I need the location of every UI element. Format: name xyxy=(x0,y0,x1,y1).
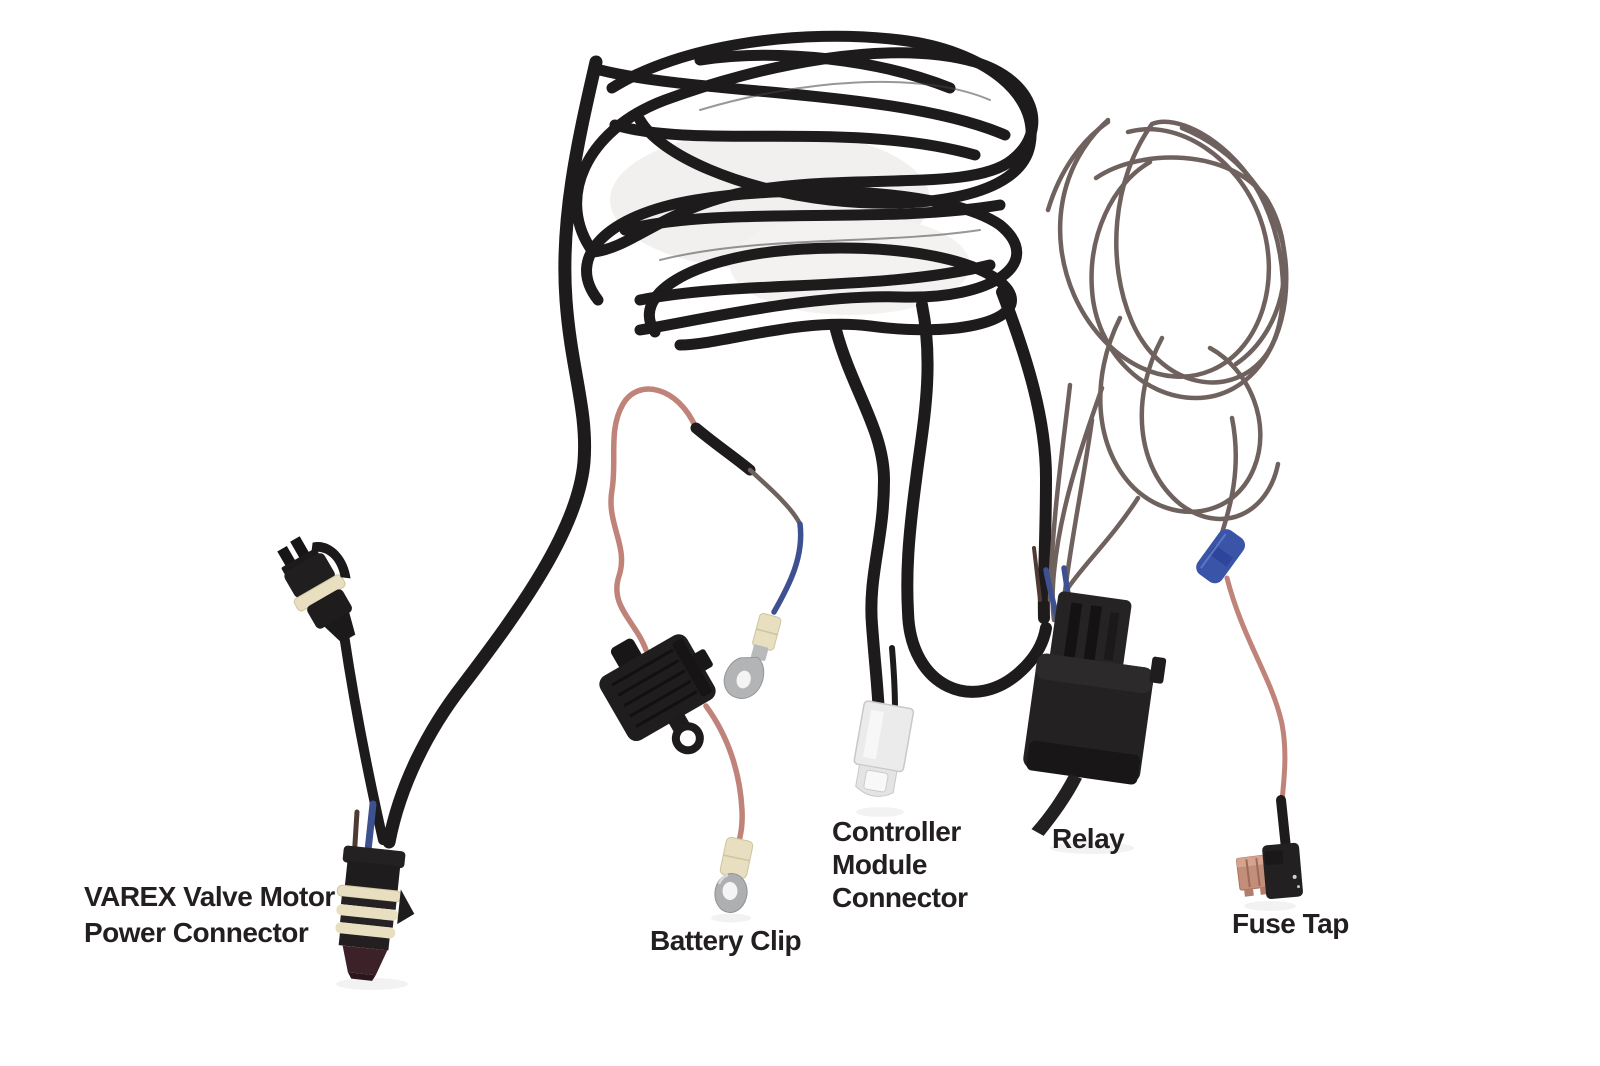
varex-pigtail-cable xyxy=(338,623,388,845)
coil-strand xyxy=(619,199,1006,236)
ground-ring-terminal xyxy=(723,612,782,699)
fuse-tap xyxy=(1235,842,1303,900)
relay-loop-cable xyxy=(901,299,1052,698)
coil-entry-strand xyxy=(1045,119,1111,213)
crimp-metal-sleeve xyxy=(751,644,769,661)
coil-loop xyxy=(606,30,1037,209)
battery-power-wire-lower xyxy=(703,703,745,853)
white-connector-body xyxy=(853,700,915,773)
white-connector-notch xyxy=(863,769,889,793)
connector-collar xyxy=(344,860,401,892)
controller-cable-strand xyxy=(889,645,898,713)
relay xyxy=(1023,591,1167,836)
fuse-holder-ribs xyxy=(611,648,698,728)
controller-label-line3: Connector xyxy=(832,882,968,913)
heat-shrink-splice xyxy=(690,422,756,476)
coil-sheen-highlights xyxy=(659,80,991,261)
inline-fuse-holder xyxy=(599,634,716,755)
coil-strand xyxy=(594,64,1011,141)
varex-motor-connector-top xyxy=(277,536,356,643)
fuse-tap-label: Fuse Tap xyxy=(1232,908,1349,939)
controller-module-connector xyxy=(853,700,915,797)
ring-terminal-hole xyxy=(722,882,738,900)
varex-motor-connector-bottom xyxy=(335,845,415,981)
splice-feed-wire xyxy=(1218,415,1239,539)
varex-label-line2: Power Connector xyxy=(84,917,309,948)
connector-latch xyxy=(311,541,351,579)
ring-terminal-hole xyxy=(736,670,751,689)
connector-body-lower xyxy=(307,589,352,629)
fuse-tap-salmon-wire xyxy=(1224,575,1288,805)
coil-strand xyxy=(694,49,956,94)
relay-signal-wire xyxy=(1065,495,1141,591)
fuse-holder-loop-clip xyxy=(671,722,704,755)
varex-label-line1: VAREX Valve Motor xyxy=(84,881,335,912)
blue-butt-splice xyxy=(1196,529,1246,584)
connector-latch xyxy=(397,889,415,925)
battery-clip-label: Battery Clip xyxy=(650,925,801,956)
coil-loop xyxy=(1139,335,1281,522)
connector-tip xyxy=(342,945,388,976)
battery-ring-terminal xyxy=(714,836,754,913)
relay-feed-cable xyxy=(996,286,1052,624)
connector-body xyxy=(284,553,335,598)
coil-loop xyxy=(1093,155,1287,367)
fuse-tap-branch-wires xyxy=(1224,575,1291,853)
fuse-tap-housing xyxy=(1262,842,1303,900)
coil-loop xyxy=(581,185,1023,336)
coil-loop xyxy=(643,242,1017,351)
relay-wire-tail xyxy=(1031,773,1082,836)
battery-power-wire-upper xyxy=(608,386,699,653)
relay-label: Relay xyxy=(1052,823,1125,854)
varex-main-cable xyxy=(382,55,603,849)
fuse-holder-exit-nub xyxy=(692,649,713,672)
connector-seal-ring xyxy=(336,904,399,921)
coil-strand xyxy=(634,259,996,306)
signal-wire-coil xyxy=(1045,117,1289,623)
connector-taper xyxy=(323,611,356,643)
component-shadows xyxy=(336,807,1296,990)
main-cable-coil xyxy=(338,30,1052,849)
controller-label-line1: Controller xyxy=(832,816,961,847)
connector-seal-ring xyxy=(335,922,396,939)
splice-brown-jumper xyxy=(747,467,803,527)
relay-signal-wire xyxy=(1047,382,1073,603)
coil-strand xyxy=(609,119,981,161)
ground-blue-wire xyxy=(771,521,804,615)
coil-loop xyxy=(1098,315,1263,515)
controller-cable xyxy=(830,324,890,721)
connector-prong xyxy=(290,536,310,559)
part-labels: VAREX Valve Motor Power Connector Batter… xyxy=(84,816,1349,956)
controller-label-line2: Module xyxy=(832,849,927,880)
relay-maroon-wire xyxy=(1032,546,1042,602)
fuse-tap-heat-shrink xyxy=(1276,795,1291,853)
